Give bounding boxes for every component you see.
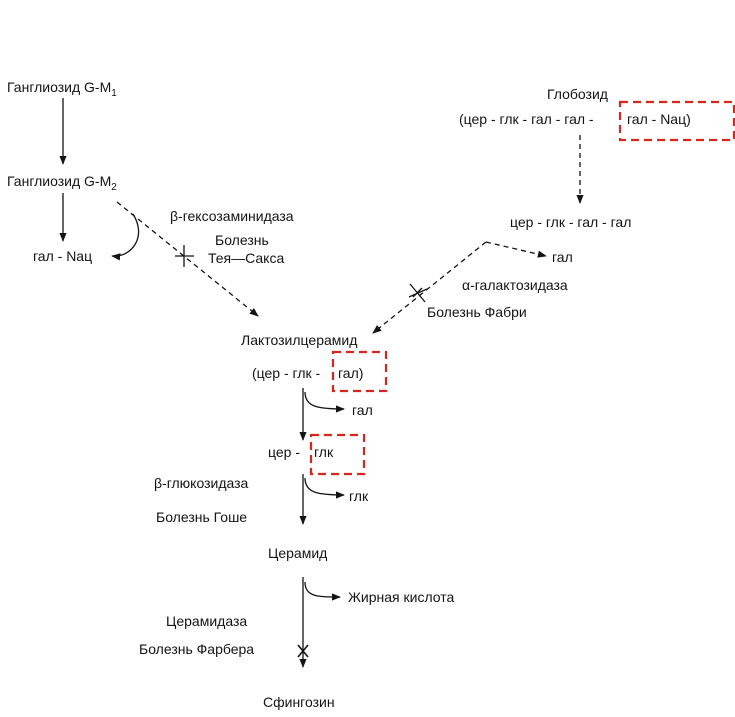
label-disease-farber: Болезнь Фарбера [139, 641, 255, 657]
label-cer-glc-a: цер - [268, 444, 300, 460]
label-lactosyl-formula-b: гал) [338, 365, 364, 381]
label-ganglioside-gm2: Ганглиозид G-M2 [7, 173, 117, 193]
arrow-to-gal-fabry [485, 241, 547, 258]
label-glc-released: глк [349, 488, 369, 504]
block-marker-tay-sachs [175, 245, 194, 267]
label-globoside-formula-a: (цер - глк - гал - гал - [459, 111, 594, 127]
label-globoside: Глобозид [547, 86, 608, 102]
highlight-box-gal [331, 350, 388, 393]
label-lactosyl-formula-a: (цер - глк - [252, 365, 321, 381]
label-enzyme-galactosidase: α-галактозидаза [462, 277, 568, 293]
arrow-branch-fatty-acid [304, 581, 341, 601]
label-disease-tay-sachs-line1: Болезнь [215, 232, 269, 248]
label-cer-glc-b: глк [314, 444, 334, 460]
label-gal-nac-left: гал - Nац [33, 248, 93, 264]
arrow-branch-gal-nac [111, 213, 140, 261]
highlight-box-gal-nac [618, 100, 735, 142]
block-marker-fabry [408, 283, 428, 303]
label-disease-gaucher: Болезнь Гоше [156, 509, 248, 525]
label-ceramide: Церамид [268, 545, 328, 561]
arrow-gm2-to-lactosyl [116, 201, 259, 317]
label-sphingosine: Сфингозин [263, 694, 335, 710]
label-cer-glc-gal-gal: цер - глк - гал - гал [510, 214, 632, 230]
arrow-to-lactosyl-right [372, 241, 487, 334]
label-enzyme-hexosaminidase: β-гексозаминидаза [170, 208, 294, 224]
highlight-box-glc [309, 433, 366, 476]
label-gal-fabry: гал [552, 249, 573, 265]
label-enzyme-ceramidase: Церамидаза [166, 613, 248, 629]
label-lactosylceramide: Лактозилцерамид [241, 332, 358, 348]
arrow-branch-glc [304, 477, 345, 499]
label-fatty-acid: Жирная кислота [348, 589, 455, 605]
label-disease-fabry: Болезнь Фабри [427, 304, 527, 320]
label-ganglioside-gm1: Ганглиозид G-M1 [7, 79, 117, 99]
arrow-branch-gal [304, 391, 345, 413]
label-disease-tay-sachs-line2: Тея—Сакса [208, 250, 285, 266]
label-enzyme-glucosidase: β-глюкозидаза [154, 475, 249, 491]
block-marker-farber [297, 644, 309, 658]
label-gal-released: гал [352, 402, 373, 418]
label-globoside-formula-b: гал - Nац) [627, 111, 691, 127]
